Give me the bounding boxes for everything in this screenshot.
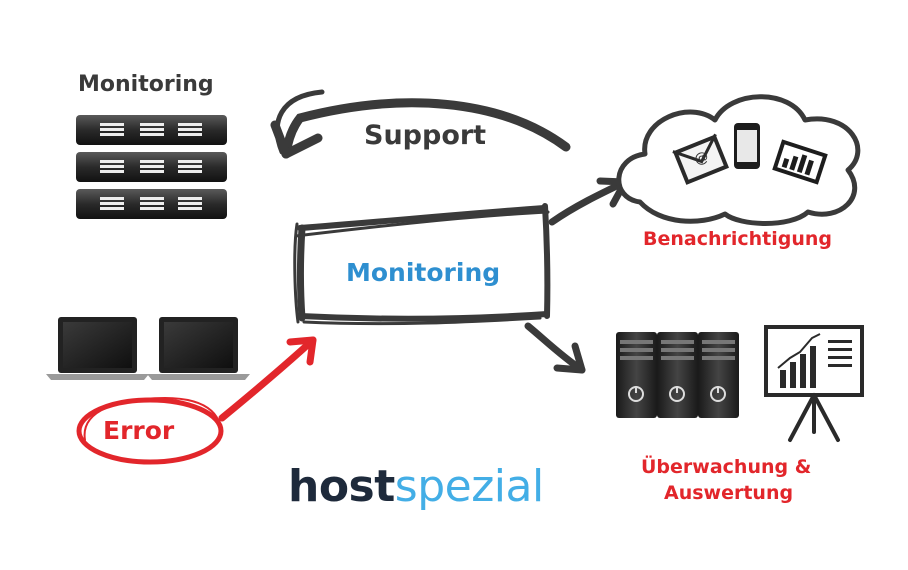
error-label: Error (103, 416, 175, 445)
hostspezial-logo: hostspezial (288, 462, 544, 512)
logo-part-host: host (288, 461, 395, 512)
laptop-icon (147, 317, 250, 380)
evaluation-label-line2: Auswertung (664, 482, 794, 504)
evaluation-label-line1: Überwachung & (641, 456, 812, 478)
support-label: Support (364, 120, 487, 151)
monitoring-title: Monitoring (78, 72, 214, 97)
tower-server-icon (616, 332, 657, 418)
notification-label: Benachrichtigung (643, 228, 833, 250)
support-arrow (270, 89, 571, 159)
laptop-icon (46, 317, 149, 380)
central-monitoring-label: Monitoring (346, 258, 501, 287)
tower-server-icon (698, 332, 739, 418)
server-rack-icon (76, 115, 227, 219)
smartphone-icon (734, 123, 760, 169)
tower-server-icon (657, 332, 698, 418)
presentation-board-icon (764, 325, 864, 442)
evaluation-arrow (524, 322, 586, 374)
notification-arrow (548, 177, 629, 226)
chart-icon (772, 139, 828, 185)
monitoring-box (293, 203, 551, 326)
email-icon: @ (672, 133, 729, 185)
svg-text:@: @ (692, 148, 711, 168)
error-arrow (218, 336, 317, 422)
error-circle (76, 396, 224, 465)
logo-part-spezial: spezial (394, 461, 544, 512)
